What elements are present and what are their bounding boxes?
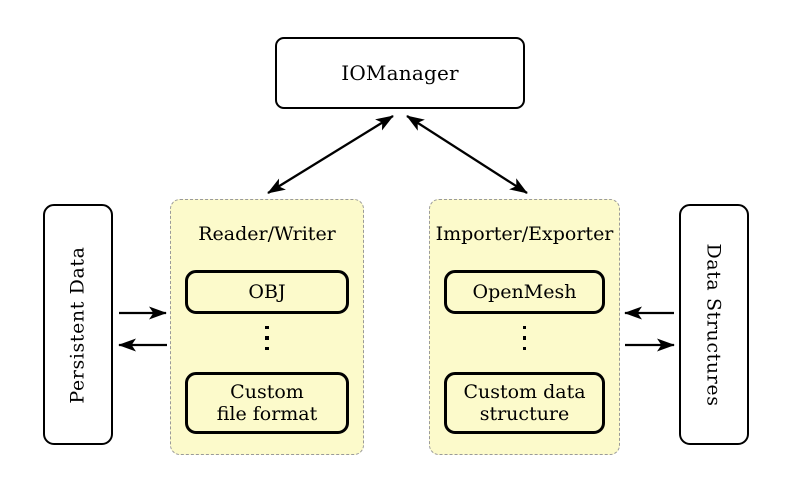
subnode-custom-data-structure-label: Custom data structure bbox=[463, 381, 585, 426]
node-data-structures[interactable]: Data Structures bbox=[679, 204, 749, 445]
node-iomanager-label: IOManager bbox=[341, 61, 459, 85]
subnode-custom-data-structure-line2: structure bbox=[479, 403, 570, 425]
panel-importer-exporter-title: Importer/Exporter bbox=[435, 223, 614, 245]
subnode-custom-file-format-line2: file format bbox=[216, 403, 318, 425]
subnode-obj-label: OBJ bbox=[248, 280, 286, 303]
panel-reader-writer[interactable]: Reader/Writer OBJ Custom file format bbox=[170, 199, 364, 455]
subnode-custom-data-structure-line1: Custom data bbox=[463, 380, 586, 403]
node-persistent-data[interactable]: Persistent Data bbox=[43, 204, 113, 445]
subnode-custom-file-format-line1: Custom bbox=[230, 380, 304, 403]
panel-reader-writer-title: Reader/Writer bbox=[198, 223, 336, 245]
arrow-iomanager-importer-exporter bbox=[406, 115, 528, 194]
panel-importer-exporter[interactable]: Importer/Exporter OpenMesh Custom data s… bbox=[429, 199, 620, 455]
subnode-obj[interactable]: OBJ bbox=[185, 270, 349, 314]
subnode-openmesh-label: OpenMesh bbox=[472, 280, 577, 303]
subnode-custom-file-format-label: Custom file format bbox=[217, 381, 318, 426]
vertical-ellipsis-icon bbox=[171, 326, 363, 351]
node-data-structures-label: Data Structures bbox=[703, 242, 725, 407]
arrow-iomanager-reader-writer bbox=[267, 115, 394, 194]
subnode-custom-file-format[interactable]: Custom file format bbox=[185, 372, 349, 434]
node-iomanager[interactable]: IOManager bbox=[275, 37, 525, 109]
vertical-ellipsis-icon bbox=[430, 326, 619, 351]
subnode-openmesh[interactable]: OpenMesh bbox=[444, 270, 605, 314]
subnode-custom-data-structure[interactable]: Custom data structure bbox=[444, 372, 605, 434]
node-persistent-data-label: Persistent Data bbox=[67, 245, 89, 404]
